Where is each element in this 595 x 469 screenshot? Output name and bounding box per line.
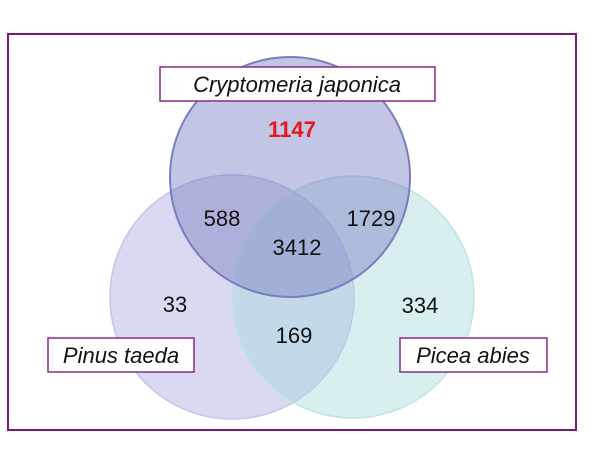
label-box — [159, 66, 436, 102]
label-cryptomeria-japonica: Cryptomeria japonica — [159, 66, 436, 102]
label-box — [399, 337, 548, 373]
label-box — [47, 337, 195, 373]
label-picea-abies: Picea abies — [399, 337, 548, 373]
count-cryptomeria-only: 1147 — [268, 117, 316, 142]
count-picea-only: 334 — [402, 293, 439, 318]
label-text: Picea abies — [416, 343, 530, 368]
count-pinus-picea: 169 — [276, 323, 313, 348]
label-text: Cryptomeria japonica — [193, 72, 401, 97]
count-all-three: 3412 — [273, 235, 322, 260]
circle-cryptomeria-japonica — [169, 56, 411, 298]
count-pinus-only: 33 — [163, 292, 187, 317]
count-cryptomeria-picea: 1729 — [347, 206, 396, 231]
label-text: Pinus taeda — [63, 343, 179, 368]
count-cryptomeria-pinus: 588 — [204, 206, 241, 231]
label-pinus-taeda: Pinus taeda — [47, 337, 195, 373]
